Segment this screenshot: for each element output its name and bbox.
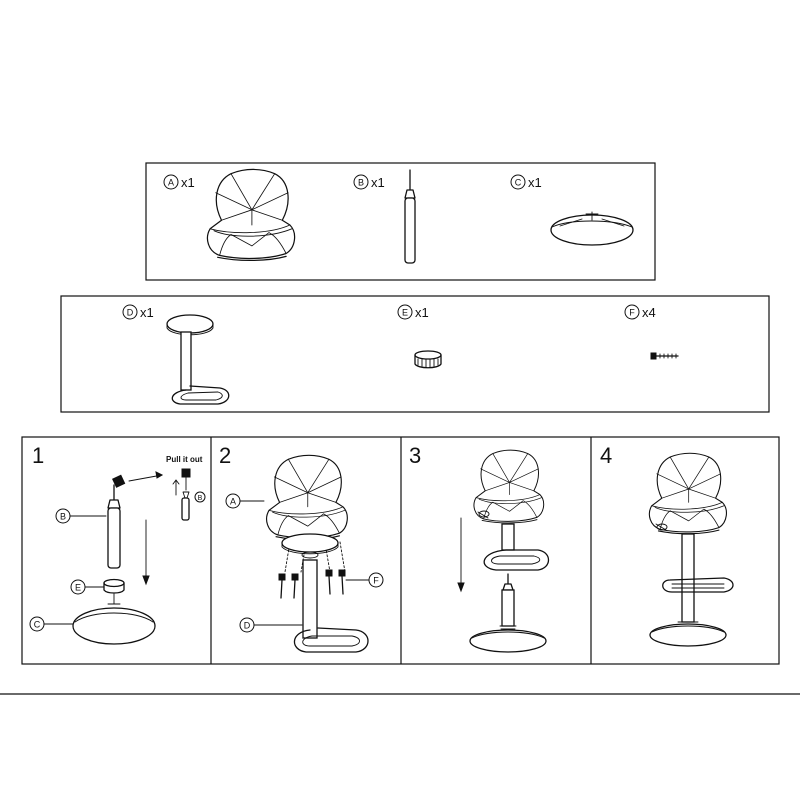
part-b: B x1: [353, 169, 416, 264]
part-c-letter: C: [515, 178, 522, 188]
part-c-badge: [510, 174, 526, 190]
part-c: C x1: [510, 174, 634, 246]
part-f-badge: [624, 304, 640, 320]
step1-gas-cylinder: [107, 507, 121, 569]
part-e-badge: [397, 304, 413, 320]
step4-column: [681, 533, 695, 623]
step-1-number: 1: [32, 443, 44, 468]
step2-seat: [265, 454, 348, 541]
step-1-panel: 1 Pull it out B B E C: [29, 443, 206, 645]
pull-it-out-note: Pull it out: [166, 455, 203, 464]
step2-letter-f: F: [373, 576, 379, 586]
step-2-panel: 2 A F D: [219, 443, 384, 653]
part-b-qty: x1: [371, 175, 385, 190]
step2-letter-a: A: [230, 497, 236, 507]
step1-letter-e: E: [75, 583, 81, 593]
step-2-number: 2: [219, 443, 231, 468]
ring-illustration: [414, 350, 442, 369]
step4-seat: [648, 452, 728, 535]
part-a-letter: A: [168, 178, 174, 188]
part-d: D x1: [122, 304, 230, 405]
footrest-column-illustration: [166, 314, 230, 405]
part-a: A x1: [163, 168, 296, 262]
step-4-panel: 4: [600, 443, 734, 647]
part-c-qty: x1: [528, 175, 542, 190]
step1-letter-b: B: [60, 512, 66, 522]
step3-seat: [473, 449, 545, 524]
step-3-panel: 3: [409, 443, 550, 653]
part-e: E x1: [397, 304, 442, 369]
step1-base: [72, 607, 156, 645]
part-d-letter: D: [127, 308, 134, 318]
part-e-qty: x1: [415, 305, 429, 320]
part-b-badge: [353, 174, 369, 190]
step1-letter-c: C: [34, 620, 41, 630]
part-a-qty: x1: [181, 175, 195, 190]
parts-box-middle: [60, 295, 770, 413]
part-f: F x4: [624, 304, 679, 360]
part-a-badge: [163, 174, 179, 190]
part-b-letter: B: [358, 178, 364, 188]
part-e-letter: E: [402, 308, 408, 318]
base-illustration: [550, 211, 634, 246]
step1-letter-b-small: B: [198, 495, 203, 502]
parts-box-top: [145, 162, 656, 281]
step2-bolts: [278, 569, 346, 599]
steps-frame: [21, 436, 780, 665]
part-d-badge: [122, 304, 138, 320]
gas-cylinder-illustration: [404, 169, 416, 264]
bolt-illustration: [650, 352, 679, 360]
seat-illustration: [206, 168, 296, 262]
step-4-number: 4: [600, 443, 612, 468]
part-f-letter: F: [629, 308, 635, 318]
step-3-number: 3: [409, 443, 421, 468]
part-d-qty: x1: [140, 305, 154, 320]
part-f-qty: x4: [642, 305, 656, 320]
step4-base: [649, 623, 727, 647]
step2-letter-d: D: [244, 621, 251, 631]
step1-badge-b-small: [194, 491, 206, 503]
